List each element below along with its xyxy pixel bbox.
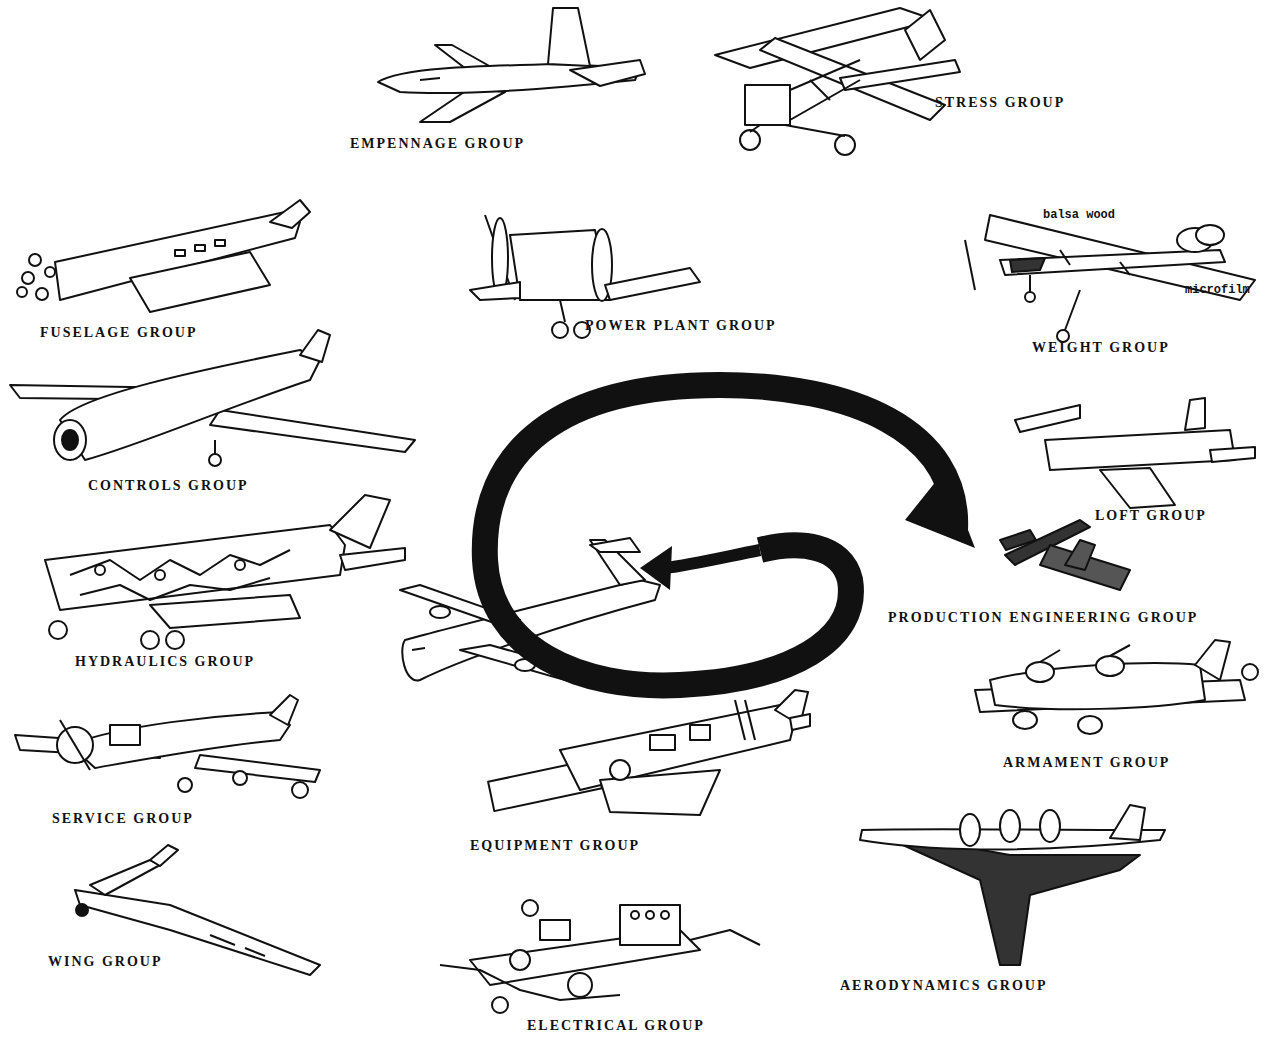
spiral-arrow bbox=[485, 385, 975, 685]
group-label: ARMAMENT GROUP bbox=[1003, 755, 1170, 771]
group-label: EMPENNAGE GROUP bbox=[350, 136, 525, 152]
note-label: balsa wood bbox=[1043, 208, 1115, 222]
fuselage-sketch bbox=[17, 200, 310, 312]
note-label: microfilm bbox=[1185, 283, 1250, 297]
group-label: WING GROUP bbox=[48, 954, 163, 970]
group-label: EQUIPMENT GROUP bbox=[470, 838, 640, 854]
group-label: POWER PLANT GROUP bbox=[585, 318, 777, 334]
group-label: PRODUCTION ENGINEERING GROUP bbox=[888, 610, 1198, 626]
service-sketch bbox=[15, 695, 320, 798]
stress-sketch bbox=[715, 8, 960, 155]
group-label: LOFT GROUP bbox=[1095, 508, 1207, 524]
controls-sketch bbox=[10, 330, 415, 466]
armament-sketch bbox=[975, 640, 1258, 734]
equipment-sketch bbox=[488, 690, 810, 815]
weight-sketch bbox=[965, 215, 1255, 342]
group-label: FUSELAGE GROUP bbox=[40, 325, 198, 341]
aerodynamics-sketch bbox=[860, 805, 1165, 965]
hydraulics-sketch bbox=[45, 495, 405, 649]
electrical-sketch bbox=[440, 900, 760, 1013]
group-label: STRESS GROUP bbox=[935, 95, 1065, 111]
production-engineering-sketch bbox=[1000, 520, 1130, 590]
group-label: ELECTRICAL GROUP bbox=[527, 1018, 705, 1034]
loft-sketch bbox=[1015, 398, 1255, 508]
empennage-sketch bbox=[378, 8, 645, 122]
group-label: WEIGHT GROUP bbox=[1032, 340, 1170, 356]
group-label: HYDRAULICS GROUP bbox=[75, 654, 255, 670]
group-label: AERODYNAMICS GROUP bbox=[840, 978, 1048, 994]
group-label: SERVICE GROUP bbox=[52, 811, 194, 827]
transport-plane-sketch bbox=[400, 538, 660, 690]
group-label: CONTROLS GROUP bbox=[88, 478, 249, 494]
